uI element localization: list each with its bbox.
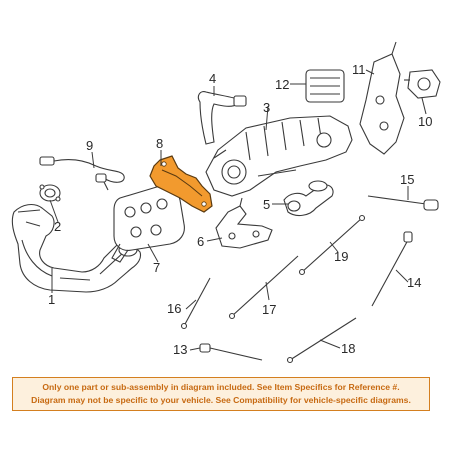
callout-9: 9 <box>86 138 93 153</box>
callout-8: 8 <box>156 136 163 151</box>
callout-7: 7 <box>153 260 160 275</box>
part-2-gasket <box>39 184 61 202</box>
part-18-rod <box>286 317 357 364</box>
callout-2: 2 <box>54 219 61 234</box>
callout-10: 10 <box>418 114 432 129</box>
part-11-bracket <box>359 41 405 155</box>
part-4-tube <box>197 91 247 145</box>
leader-lines <box>49 69 427 351</box>
part-16-rod <box>180 277 211 330</box>
part-5-elbow <box>283 180 334 217</box>
part-8-heat-shield <box>149 155 213 213</box>
part-15-probe <box>367 195 439 211</box>
callout-11: 11 <box>352 62 366 77</box>
part-9-sensor <box>39 156 125 191</box>
part-3-intake-manifold <box>205 115 353 197</box>
callout-labels: 1 2 3 4 5 6 7 8 9 10 11 12 13 14 15 16 1… <box>48 62 432 357</box>
callout-19: 19 <box>334 249 348 264</box>
callout-17: 17 <box>262 302 276 317</box>
callout-3: 3 <box>263 100 270 115</box>
compatibility-notice: Only one part or sub-assembly in diagram… <box>12 377 430 411</box>
callout-14: 14 <box>407 275 421 290</box>
callout-18: 18 <box>341 341 355 356</box>
callout-13: 13 <box>173 342 187 357</box>
callout-16: 16 <box>167 301 181 316</box>
notice-line-1: Only one part or sub-assembly in diagram… <box>42 382 400 392</box>
callout-4: 4 <box>209 71 216 86</box>
part-10-sensor <box>404 69 441 99</box>
callout-1: 1 <box>48 292 55 307</box>
part-14-rod <box>371 231 413 307</box>
notice-line-2: Diagram may not be specific to your vehi… <box>31 395 411 405</box>
callout-12: 12 <box>275 77 289 92</box>
part-6-bracket <box>215 197 273 249</box>
part-12-module <box>305 69 345 103</box>
part-17-rod <box>228 255 299 320</box>
part-13-cable <box>199 343 263 361</box>
callout-5: 5 <box>263 197 270 212</box>
callout-15: 15 <box>400 172 414 187</box>
callout-6: 6 <box>197 234 204 249</box>
